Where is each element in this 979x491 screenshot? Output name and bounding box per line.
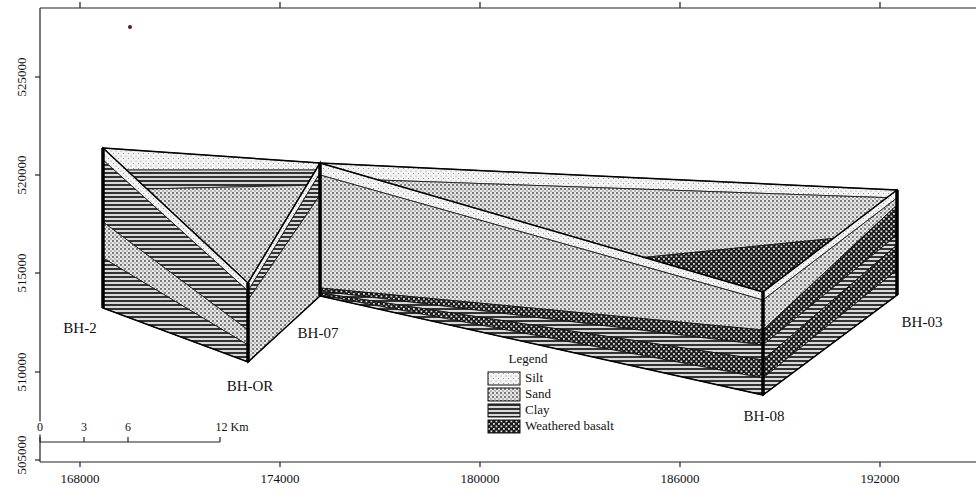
borehole-line: [895, 190, 899, 295]
axis-tick-label: 186000: [659, 472, 702, 486]
axis-tick-label: 520000: [15, 156, 29, 195]
tick-mark: [35, 272, 40, 273]
tick-mark: [479, 462, 480, 467]
borehole-label: BH-2: [61, 320, 98, 337]
bottom-axis: [40, 461, 976, 462]
borehole-line: [318, 163, 322, 296]
legend-label: Sand: [525, 387, 551, 401]
panel-outline: [763, 190, 897, 395]
panel-outline: [103, 148, 248, 362]
axis-tick-label: 174000: [259, 472, 302, 486]
axis-tick-label: 525000: [15, 58, 29, 97]
tick-mark: [279, 462, 280, 467]
scale-label: 3: [79, 421, 89, 434]
scale-label: 0: [35, 421, 45, 434]
tick-mark: [879, 462, 880, 467]
location-dot: [128, 25, 132, 29]
axis-tick-label: 515000: [15, 254, 29, 293]
strata-layer: [103, 258, 248, 362]
legend-swatch: [488, 372, 520, 385]
scale-label: 6: [123, 421, 133, 434]
scale-line: [40, 441, 220, 442]
panel-outline: [320, 163, 763, 395]
tick-mark: [879, 2, 880, 8]
legend-label: Clay: [525, 403, 550, 417]
fence-panels: [103, 148, 897, 395]
tick-mark: [79, 462, 80, 467]
tick-mark: [35, 174, 40, 175]
tick-mark: [35, 371, 40, 372]
axis-tick-label: 510000: [15, 353, 29, 392]
borehole-label: BH-07: [296, 325, 341, 342]
front-panel: [763, 190, 897, 395]
scale-label: 12 Km: [214, 421, 251, 434]
borehole-label: BH-OR: [225, 378, 276, 395]
borehole-line: [101, 148, 105, 308]
tick-mark: [79, 2, 80, 8]
tick-mark: [35, 76, 40, 77]
borehole-label: BH-08: [742, 408, 787, 425]
legend-label: Weathered basalt: [525, 419, 614, 433]
legend-swatch: [488, 404, 520, 417]
front-panel: [320, 163, 763, 395]
front-panel: [103, 148, 248, 362]
scale-tick: [83, 437, 84, 442]
borehole-label: BH-03: [900, 314, 945, 331]
borehole-line: [246, 283, 250, 362]
tick-mark: [479, 2, 480, 8]
legend-swatch: [488, 420, 520, 433]
tick-mark: [279, 2, 280, 8]
tick-mark: [679, 2, 680, 8]
borehole-line: [761, 292, 765, 395]
axis-tick-label: 505000: [15, 436, 29, 475]
plot-frame: [35, 2, 976, 467]
legend-title: Legend: [507, 352, 550, 366]
axis-tick-label: 180000: [459, 472, 502, 486]
legend-label: Silt: [525, 371, 543, 385]
tick-mark: [35, 459, 40, 460]
borehole-lines: [103, 148, 897, 395]
strata-layer: [763, 245, 897, 378]
legend-swatch: [488, 388, 520, 401]
top-axis: [40, 7, 976, 8]
scale-tick: [39, 437, 40, 442]
axis-tick-label: 168000: [59, 472, 102, 486]
strata-layer: [103, 148, 320, 170]
legend-swatches: [488, 372, 520, 433]
scale-bar: [40, 437, 220, 442]
scale-tick: [127, 437, 128, 442]
strata-layer: [763, 270, 897, 395]
left-axis: [39, 8, 40, 462]
tick-mark: [679, 462, 680, 467]
axis-tick-label: 192000: [859, 472, 902, 486]
scale-tick: [219, 437, 220, 442]
